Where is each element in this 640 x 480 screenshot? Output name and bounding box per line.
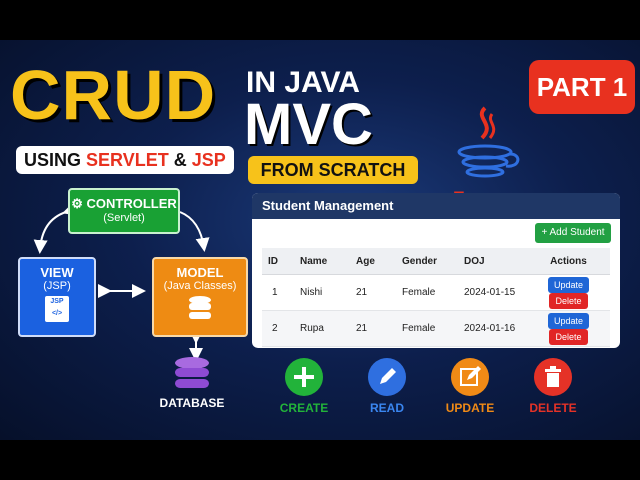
cell-actions: Update Delete bbox=[527, 274, 610, 311]
cell-name: Nishi bbox=[299, 274, 355, 311]
col-age: Age bbox=[355, 248, 401, 275]
cell-doj: 2024-01-16 bbox=[463, 310, 527, 347]
table-row: 2 Rupa 21 Female 2024-01-16 Update Delet… bbox=[262, 310, 610, 347]
update-button[interactable]: Update bbox=[547, 276, 590, 293]
col-doj: DOJ bbox=[463, 248, 527, 275]
model-database-icon bbox=[189, 296, 211, 319]
delete-label: DELETE bbox=[529, 401, 577, 415]
col-gender: Gender bbox=[401, 248, 463, 275]
model-title: MODEL bbox=[176, 265, 224, 280]
cell-id: 1 bbox=[262, 274, 299, 311]
view-box: VIEW (JSP) JSP</> bbox=[18, 257, 96, 337]
students-table: ID Name Age Gender DOJ Actions 1 Nishi 2… bbox=[262, 248, 610, 347]
model-sub: (Java Classes) bbox=[163, 280, 237, 292]
table-row: 1 Nishi 21 Female 2024-01-15 Update Dele… bbox=[262, 274, 610, 311]
create-label: CREATE bbox=[279, 401, 329, 415]
from-scratch-badge: FROM SCRATCH bbox=[248, 156, 418, 184]
panel-header: Student Management bbox=[252, 193, 620, 219]
servlet-text: SERVLET bbox=[86, 150, 169, 170]
using-badge: USING SERVLET & JSP bbox=[16, 146, 234, 174]
update-label: UPDATE bbox=[445, 401, 495, 415]
cell-actions: Update Delete bbox=[527, 310, 610, 347]
cell-id: 2 bbox=[262, 310, 299, 347]
delete-button[interactable]: Delete bbox=[549, 328, 588, 345]
col-name: Name bbox=[299, 248, 355, 275]
model-box: MODEL (Java Classes) bbox=[152, 257, 248, 337]
database-label: DATABASE bbox=[159, 396, 225, 410]
view-title: VIEW bbox=[40, 265, 74, 280]
database-icon bbox=[175, 357, 209, 388]
student-management-panel: Student Management + Add Student ID Name… bbox=[252, 193, 620, 348]
mvc-arrows bbox=[33, 202, 210, 362]
delete-button[interactable]: Delete bbox=[549, 292, 588, 309]
cell-age: 21 bbox=[355, 274, 401, 311]
pencil-icon bbox=[380, 368, 396, 384]
controller-sub: (Servlet) bbox=[103, 212, 145, 224]
create-circle bbox=[285, 358, 323, 396]
view-sub: (JSP) bbox=[43, 280, 71, 292]
cell-age: 21 bbox=[355, 310, 401, 347]
using-text: USING bbox=[24, 150, 82, 170]
crud-title: CRUD bbox=[10, 56, 217, 134]
update-button[interactable]: Update bbox=[547, 312, 590, 329]
thumbnail: Java CRUD IN JAVA MVC USING SERVLET & JS… bbox=[0, 40, 640, 440]
in-java-text: IN JAVA bbox=[246, 66, 360, 99]
read-label: READ bbox=[369, 401, 404, 415]
plus-icon bbox=[294, 367, 314, 387]
gear-icon: ⚙ bbox=[71, 196, 83, 211]
cell-doj: 2024-01-15 bbox=[463, 274, 527, 311]
coffee-cup-icon bbox=[457, 106, 520, 178]
cell-gender: Female bbox=[401, 274, 463, 311]
jsp-file-icon: JSP</> bbox=[45, 296, 69, 322]
jsp-text: JSP bbox=[191, 150, 226, 170]
cell-name: Rupa bbox=[299, 310, 355, 347]
jsp-file-label: JSP bbox=[50, 298, 64, 305]
edit-icon bbox=[460, 366, 481, 386]
col-id: ID bbox=[262, 248, 299, 275]
add-student-button[interactable]: + Add Student bbox=[535, 223, 611, 243]
delete-circle bbox=[534, 358, 572, 396]
update-circle bbox=[451, 358, 489, 396]
part-badge: PART 1 bbox=[529, 60, 635, 114]
read-circle bbox=[368, 358, 406, 396]
cell-gender: Female bbox=[401, 310, 463, 347]
mvc-title: MVC bbox=[244, 92, 373, 157]
col-actions: Actions bbox=[527, 248, 610, 275]
trash-icon bbox=[545, 366, 561, 387]
controller-box: ⚙ CONTROLLER (Servlet) bbox=[68, 188, 180, 234]
amp-text: & bbox=[173, 150, 187, 170]
controller-title: CONTROLLER bbox=[86, 196, 177, 211]
